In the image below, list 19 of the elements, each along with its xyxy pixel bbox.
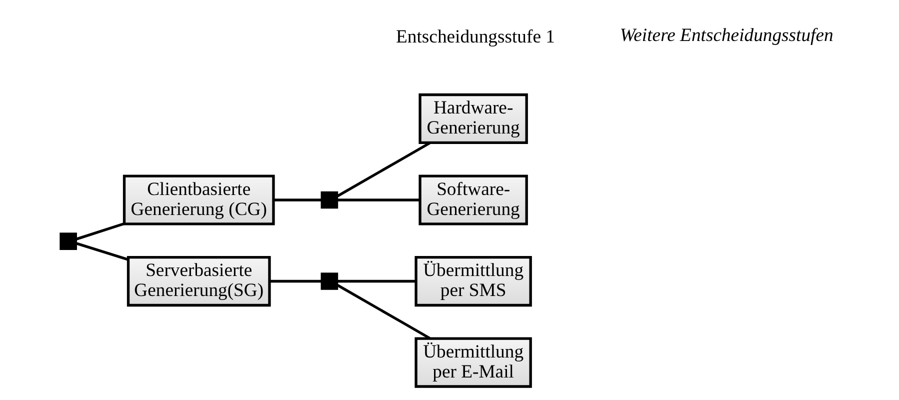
node-box: Hardware- Generierung	[418, 93, 528, 144]
node-box	[59, 232, 76, 250]
connector	[337, 280, 416, 283]
connector	[336, 284, 430, 340]
node-box: Software- Generierung	[418, 174, 528, 226]
connector	[76, 242, 128, 261]
node-box: Serverbasierte Generierung(SG)	[126, 256, 270, 307]
node-box	[320, 272, 338, 290]
node-box: Übermittlung per E-Mail	[414, 337, 532, 388]
node-box: Clientbasierte Generierung (CG)	[122, 174, 274, 226]
node-box	[320, 191, 338, 209]
connector	[76, 222, 124, 240]
connector	[337, 198, 420, 202]
connector	[336, 142, 430, 198]
connector	[269, 280, 321, 283]
label: Entscheidungsstufe 1	[396, 26, 554, 48]
node-box: Übermittlung per SMS	[414, 256, 532, 307]
label: Weitere Entscheidungsstufen	[619, 25, 833, 46]
connector	[273, 198, 321, 202]
